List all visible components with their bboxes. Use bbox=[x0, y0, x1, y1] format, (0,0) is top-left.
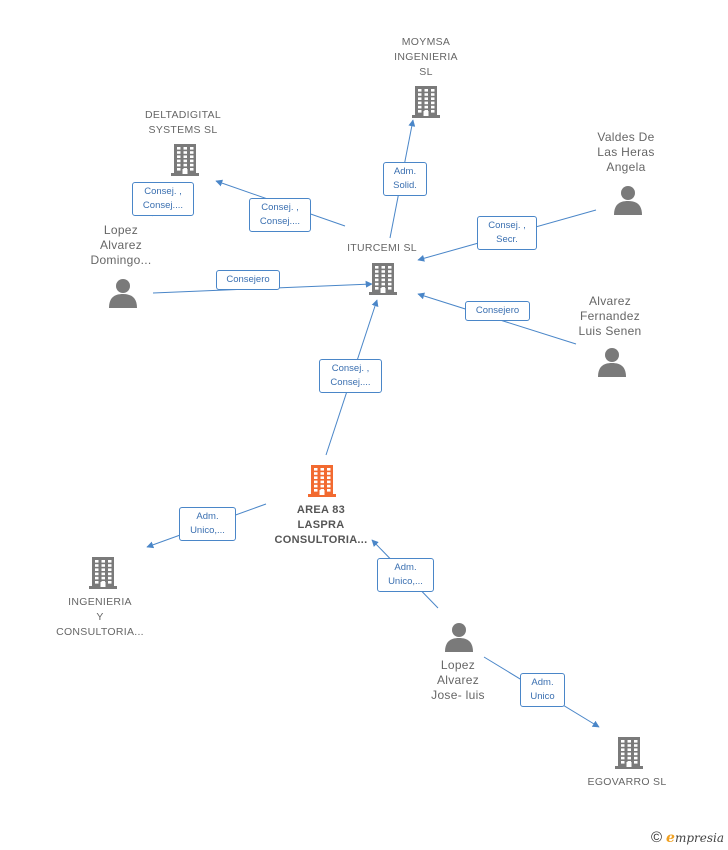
node-label-alvarez-luis[interactable]: Alvarez Fernandez Luis Senen bbox=[578, 294, 642, 338]
building-icon-ingenieria[interactable] bbox=[89, 555, 117, 594]
edge-label-valdes-iturcemi[interactable]: Consej. , Secr. bbox=[477, 216, 537, 250]
edge-label-area83-ingenieria[interactable]: Adm. Unico,... bbox=[179, 507, 236, 541]
node-label-area83[interactable]: AREA 83 LASPRA CONSULTORIA... bbox=[274, 504, 368, 546]
edge-label-area83-iturcemi[interactable]: Consej. , Consej.... bbox=[319, 359, 382, 393]
node-label-ingenieria[interactable]: INGENIERIA Y CONSULTORIA... bbox=[56, 596, 144, 638]
node-label-egovarro[interactable]: EGOVARRO SL bbox=[587, 776, 667, 788]
edges-layer bbox=[146, 119, 600, 728]
node-label-deltadigital[interactable]: DELTADIGITAL SYSTEMS SL bbox=[145, 109, 221, 136]
node-label-lopez-domingo[interactable]: Lopez Alvarez Domingo... bbox=[90, 223, 152, 267]
node-label-lopez-jose[interactable]: Lopez Alvarez Jose- luis bbox=[431, 658, 485, 702]
person-icon-valdes[interactable] bbox=[613, 185, 643, 220]
node-label-iturcemi[interactable]: ITURCEMI SL bbox=[347, 242, 417, 254]
person-icon-lopez-domingo[interactable] bbox=[108, 278, 138, 313]
brand-logo[interactable]: empresia bbox=[666, 830, 724, 846]
edge-label-lopez-jose-egovarro[interactable]: Adm. Unico bbox=[520, 673, 565, 707]
person-icon-alvarez-luis[interactable] bbox=[597, 347, 627, 382]
person-icon-lopez-jose[interactable] bbox=[444, 622, 474, 657]
edge-label-lopez-domingo-iturcemi[interactable]: Consejero bbox=[216, 270, 280, 290]
node-label-moymsa[interactable]: MOYMSA INGENIERIA SL bbox=[394, 36, 458, 78]
building-icon-area83[interactable] bbox=[308, 463, 336, 502]
edge-label-lopez-domingo-deltadigital[interactable]: Consej. , Consej.... bbox=[132, 182, 194, 216]
edge-label-iturcemi-deltadigital[interactable]: Consej. , Consej.... bbox=[249, 198, 311, 232]
building-icon-iturcemi[interactable] bbox=[369, 261, 397, 300]
footer-credit: ©empresia bbox=[651, 829, 724, 846]
building-icon-egovarro[interactable] bbox=[615, 735, 643, 774]
edge-label-lopez-jose-area83[interactable]: Adm. Unico,... bbox=[377, 558, 434, 592]
brand-name: mpresia bbox=[674, 831, 724, 845]
node-label-valdes[interactable]: Valdes De Las Heras Angela bbox=[597, 130, 655, 174]
building-icon-moymsa[interactable] bbox=[412, 84, 440, 123]
edge-label-iturcemi-moymsa[interactable]: Adm. Solid. bbox=[383, 162, 427, 196]
edge-label-alvarez-iturcemi[interactable]: Consejero bbox=[465, 301, 530, 321]
brand-initial: e bbox=[666, 830, 675, 846]
building-icon-deltadigital[interactable] bbox=[171, 142, 199, 181]
copyright-symbol: © bbox=[650, 829, 663, 846]
